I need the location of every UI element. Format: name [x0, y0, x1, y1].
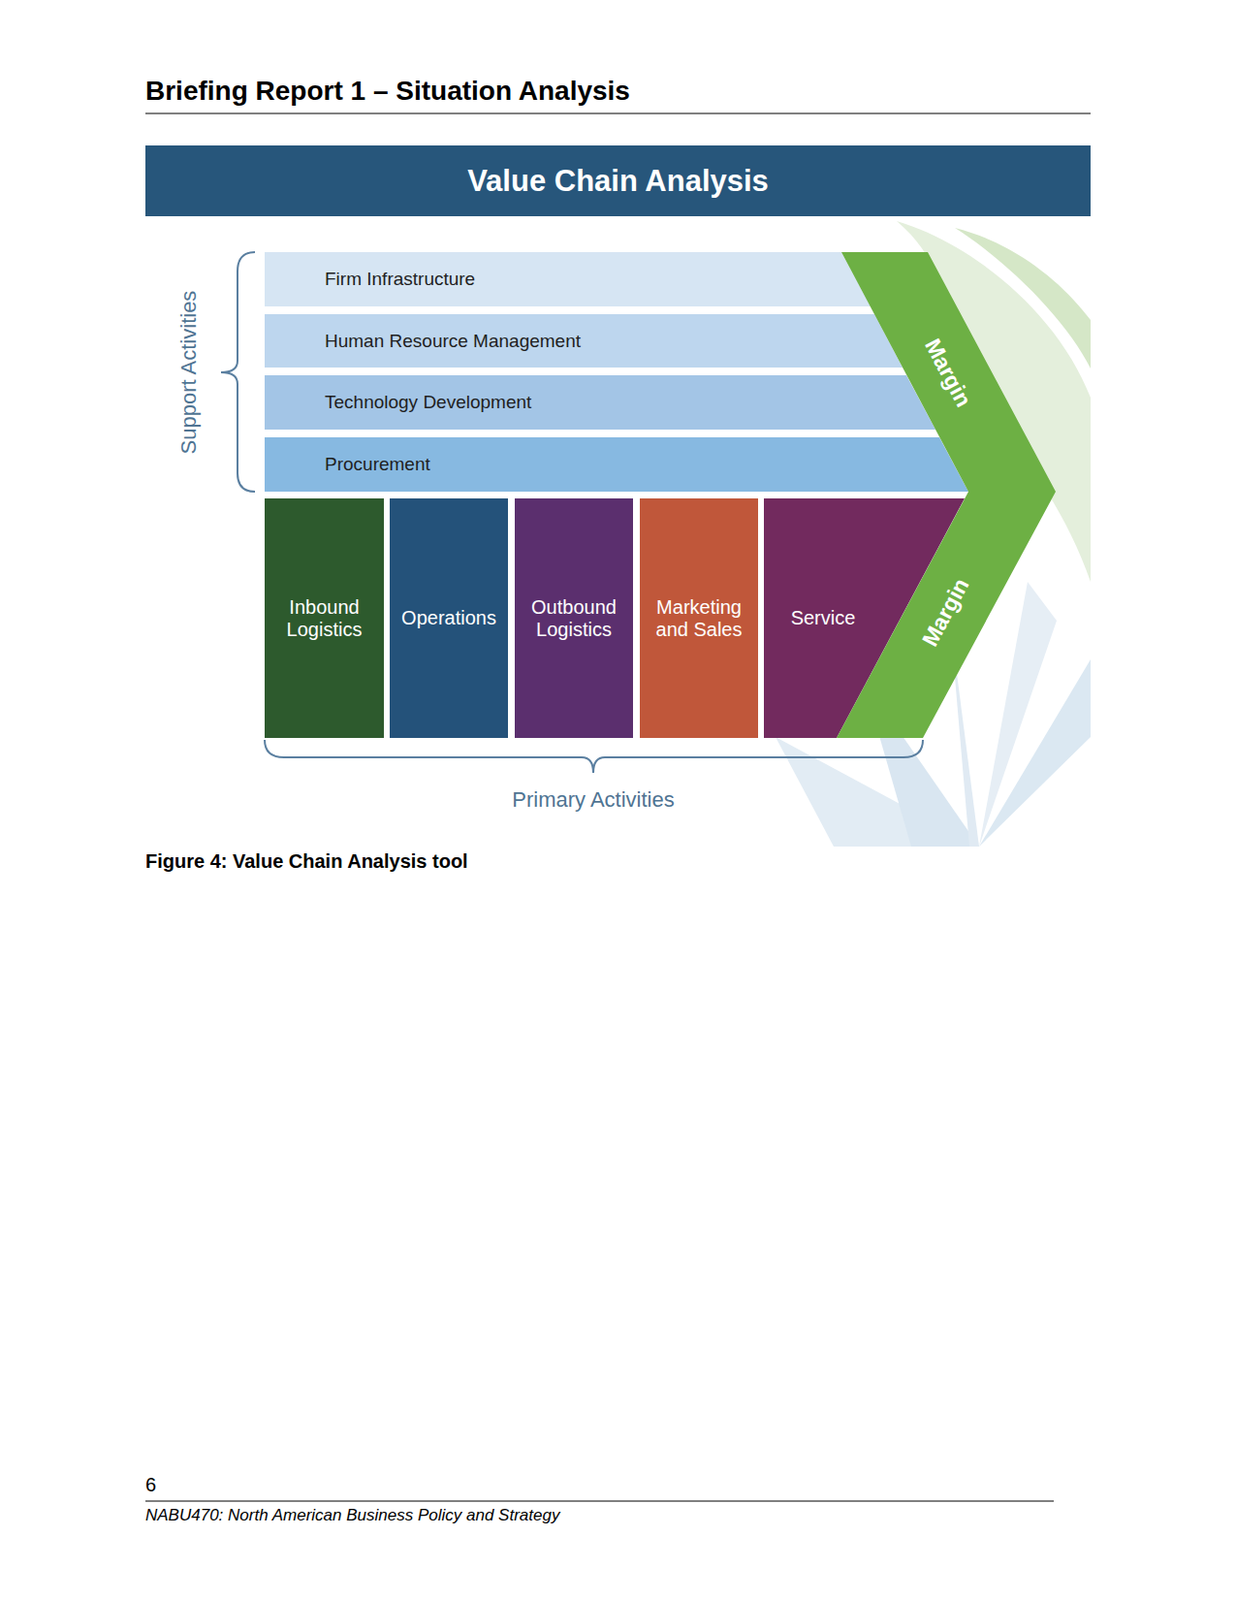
title-banner-label: Value Chain Analysis	[467, 163, 769, 199]
margin-chevron: MarginMargin	[836, 252, 1056, 738]
support-band: Procurement	[264, 437, 969, 492]
figure-caption: Figure 4: Value Chain Analysis tool	[145, 850, 469, 873]
primary-activity-label: Service	[769, 606, 877, 630]
footer-text: NABU470: North American Business Policy …	[145, 1506, 560, 1523]
group-label: Support Activities	[178, 290, 200, 455]
header-rule	[145, 113, 1091, 115]
support-band: Human Resource Management	[264, 314, 903, 368]
support-band-label: Technology Development	[324, 391, 532, 413]
primary-activity: Inbound Logistics	[264, 498, 384, 738]
primary-bracket	[264, 739, 923, 773]
primary-activity: Operations	[389, 498, 508, 738]
primary-activity: Outbound Logistics	[514, 498, 634, 738]
support-bracket	[221, 252, 255, 492]
margin-chevron-outline	[836, 252, 1056, 738]
primary-activity-label: Inbound Logistics	[270, 596, 379, 641]
support-band: Technology Development	[264, 375, 936, 430]
support-band-label: Human Resource Management	[324, 330, 581, 352]
title-banner: Value Chain Analysis	[145, 145, 1091, 217]
primary-activity-label: Operations	[401, 606, 497, 630]
footer-rule	[145, 1500, 1054, 1502]
support-band-label: Procurement	[324, 453, 431, 476]
support-band-label: Firm Infrastructure	[324, 268, 476, 290]
primary-activity-label: Outbound Logistics	[520, 596, 628, 641]
primary-activity-label: Marketing and Sales	[645, 596, 753, 641]
page-number: 6	[145, 1474, 157, 1494]
support-band: Firm Infrastructure	[264, 252, 871, 307]
primary-activity: Marketing and Sales	[639, 498, 759, 738]
page-heading: Briefing Report 1 – Situation Analysis	[145, 75, 631, 107]
group-label: Primary Activities	[511, 789, 674, 811]
